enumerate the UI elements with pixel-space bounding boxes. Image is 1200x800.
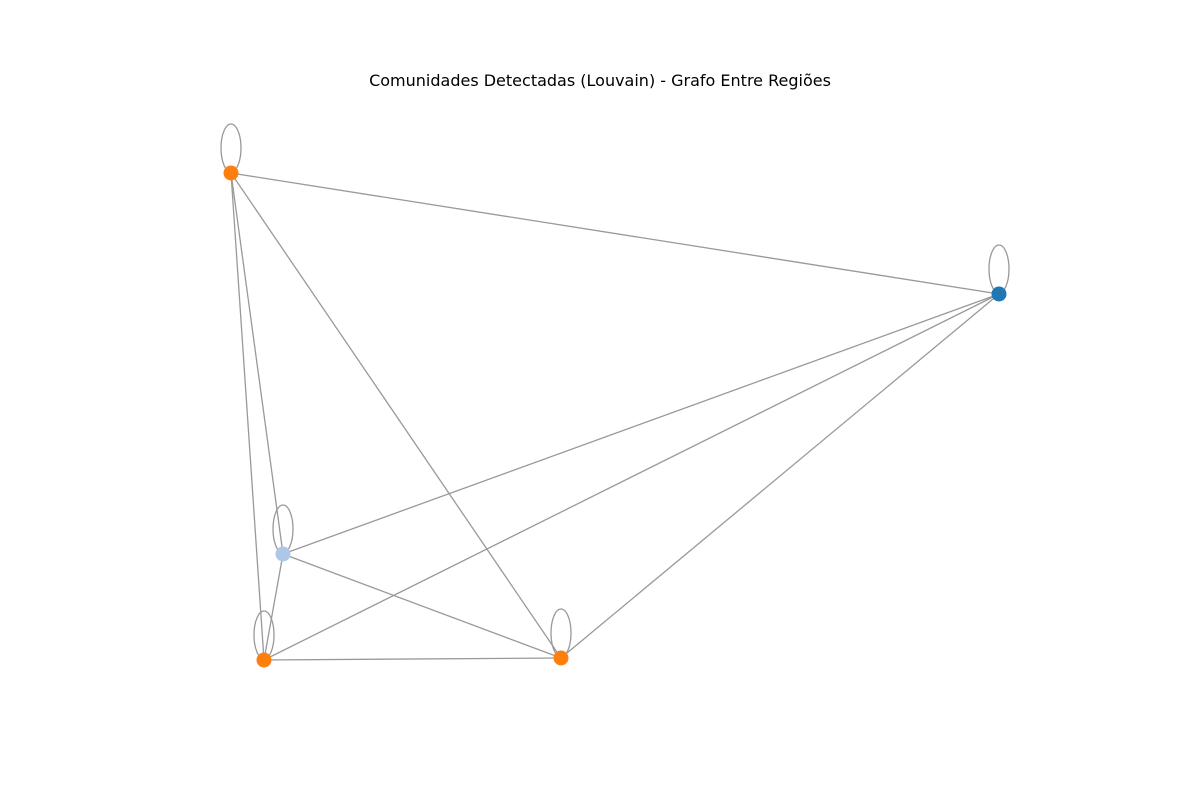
edge-n1-n2 (230, 172, 1000, 295)
self-loop-n2 (988, 244, 1010, 294)
edge-n3-n4 (263, 553, 284, 661)
node-n2 (991, 286, 1007, 302)
edge-n2-n3 (282, 293, 1000, 555)
edge-n1-n4 (230, 172, 265, 661)
edge-n2-n5 (560, 293, 1000, 659)
self-loop-n3 (272, 504, 294, 554)
node-n3 (275, 546, 291, 562)
edge-n4-n5 (263, 657, 562, 661)
edge-n2-n4 (263, 293, 1000, 661)
self-loop-n5 (550, 608, 572, 658)
edge-n1-n3 (230, 172, 284, 555)
graph-title: Comunidades Detectadas (Louvain) - Grafo… (369, 71, 831, 90)
nodes-layer (223, 165, 1007, 668)
edge-n1-n5 (230, 172, 562, 659)
edges-layer (230, 172, 1000, 661)
node-n4 (256, 652, 272, 668)
self-loops-layer (220, 123, 1010, 660)
node-n1 (223, 165, 239, 181)
self-loop-n1 (220, 123, 242, 173)
edge-n3-n5 (282, 553, 562, 659)
node-n5 (553, 650, 569, 666)
